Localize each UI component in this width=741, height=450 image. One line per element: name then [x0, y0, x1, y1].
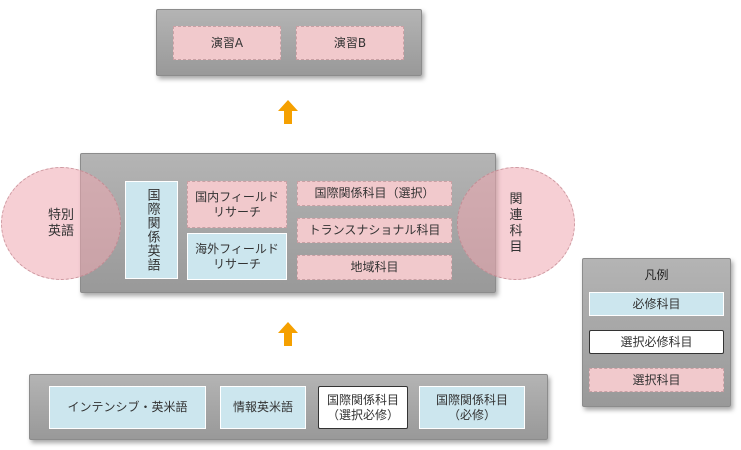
- legend-selective-required: 選択必修科目: [589, 330, 724, 354]
- intensive-english-box: インテンシブ・英米語: [49, 386, 206, 429]
- seminar-a-box: 演習A: [173, 26, 281, 60]
- domestic-field-research-box: 国内フィールド リサーチ: [187, 181, 287, 228]
- top-panel: 演習A 演習B: [156, 9, 422, 76]
- legend-title: 凡例: [644, 268, 669, 282]
- seminar-b-box: 演習B: [296, 26, 404, 60]
- bottom-panel: インテンシブ・英米語 情報英米語 国際関係科目 （選択必修） 国際関係科目 （必…: [29, 374, 548, 440]
- legend-required: 必修科目: [589, 292, 724, 316]
- special-english-circle: 特別 英語: [1, 167, 121, 280]
- regional-subjects-box: 地域科目: [297, 255, 452, 280]
- international-relations-required-box: 国際関係科目 （必修）: [419, 386, 525, 429]
- international-relations-elective-box: 国際関係科目（選択）: [297, 181, 452, 206]
- arrow-up-icon: [278, 322, 298, 346]
- international-relations-selective-box: 国際関係科目 （選択必修）: [318, 386, 408, 429]
- overseas-field-research-box: 海外フィールド リサーチ: [187, 233, 287, 280]
- related-subjects-circle: 関 連 科 目: [457, 167, 575, 280]
- information-english-box: 情報英米語: [220, 386, 306, 429]
- special-english-label: 特別 英語: [48, 207, 75, 239]
- transnational-subjects-box: トランスナショナル科目: [297, 218, 452, 243]
- legend-elective: 選択科目: [589, 368, 724, 392]
- international-relations-english-box: 国際関係英語: [125, 181, 178, 279]
- arrow-up-icon: [278, 100, 298, 124]
- legend-panel: 凡例 必修科目 選択必修科目 選択科目: [582, 258, 731, 407]
- related-subjects-label: 関 連 科 目: [509, 191, 523, 255]
